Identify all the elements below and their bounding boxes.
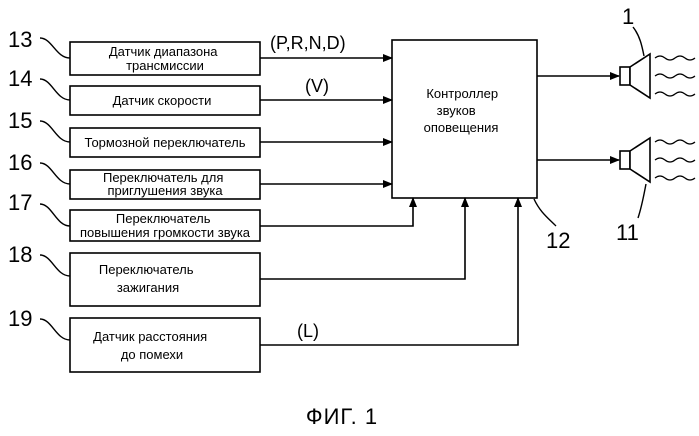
signal-label-speed: (V) <box>305 76 329 96</box>
leader-12 <box>534 199 556 226</box>
ref-number-16: 16 <box>8 150 32 175</box>
speed-sensor-label: Датчик скорости <box>113 93 212 108</box>
ref-number-14: 14 <box>8 66 32 91</box>
ref-number-15: 15 <box>8 108 32 133</box>
leader-19 <box>40 319 70 340</box>
ref-number-13: 13 <box>8 27 32 52</box>
signal-line-ignition <box>260 198 465 279</box>
ref-number-18: 18 <box>8 242 32 267</box>
ref-number-19: 19 <box>8 306 32 331</box>
leader-16 <box>40 163 70 184</box>
speaker-11-icon <box>620 138 695 182</box>
mute-switch-label: Переключатель для приглушения звука <box>103 170 227 198</box>
leader-13 <box>40 38 70 58</box>
ref-number-17: 17 <box>8 190 32 215</box>
signal-line-volume <box>260 198 413 226</box>
brake-switch-label: Тормозной переключатель <box>85 135 246 150</box>
ref-number-1: 1 <box>622 4 634 29</box>
speaker-1-icon <box>620 54 695 98</box>
leader-15 <box>40 121 70 142</box>
controller-box <box>392 40 537 198</box>
ref-number-11: 11 <box>616 220 639 245</box>
leader-14 <box>40 79 70 100</box>
leader-18 <box>40 255 70 276</box>
leader-11 <box>638 184 646 218</box>
signal-label-distance: (L) <box>297 321 319 341</box>
ref-number-12: 12 <box>546 228 570 253</box>
figure-caption: ФИГ. 1 <box>306 404 378 429</box>
leader-17 <box>40 204 70 226</box>
leader-1 <box>633 27 644 56</box>
distance-sensor-box <box>70 318 260 372</box>
signal-label-gear: (P,R,N,D) <box>270 33 346 53</box>
